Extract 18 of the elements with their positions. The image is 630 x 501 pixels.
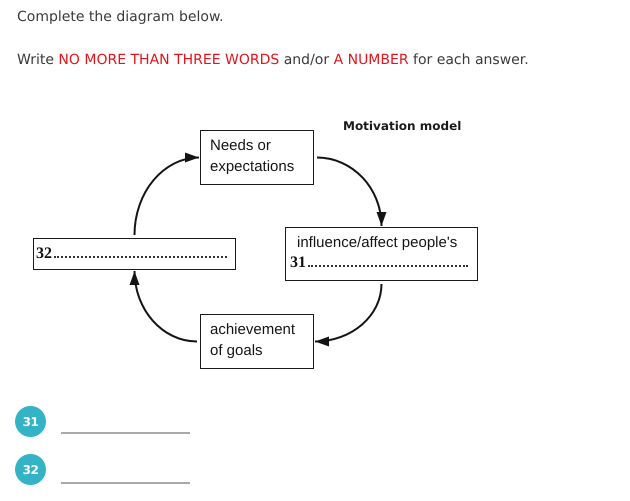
question-number: 31 bbox=[290, 253, 306, 273]
question-number-badge: 31 bbox=[15, 406, 46, 437]
node-label: influence/affect people's bbox=[297, 233, 458, 253]
curved-arrow bbox=[314, 284, 382, 346]
process-box bbox=[200, 130, 314, 185]
process-box bbox=[285, 227, 478, 281]
instruction-text: Write NO MORE THAN THREE WORDS and/or A NUMBER for each answer. bbox=[17, 51, 529, 69]
question-number: 32 bbox=[36, 244, 52, 264]
instruction-text: Complete the diagram below. bbox=[17, 8, 224, 26]
node-label: Needs or expectations bbox=[210, 136, 296, 177]
question-number-badge: 32 bbox=[15, 454, 46, 485]
curved-arrow bbox=[316, 156, 386, 226]
node-label: achievement of goals bbox=[210, 320, 296, 361]
diagram-title: Motivation model bbox=[343, 119, 462, 134]
curved-arrow bbox=[134, 154, 200, 236]
curved-arrow bbox=[130, 270, 198, 342]
process-box bbox=[200, 314, 314, 369]
process-box bbox=[33, 238, 236, 270]
